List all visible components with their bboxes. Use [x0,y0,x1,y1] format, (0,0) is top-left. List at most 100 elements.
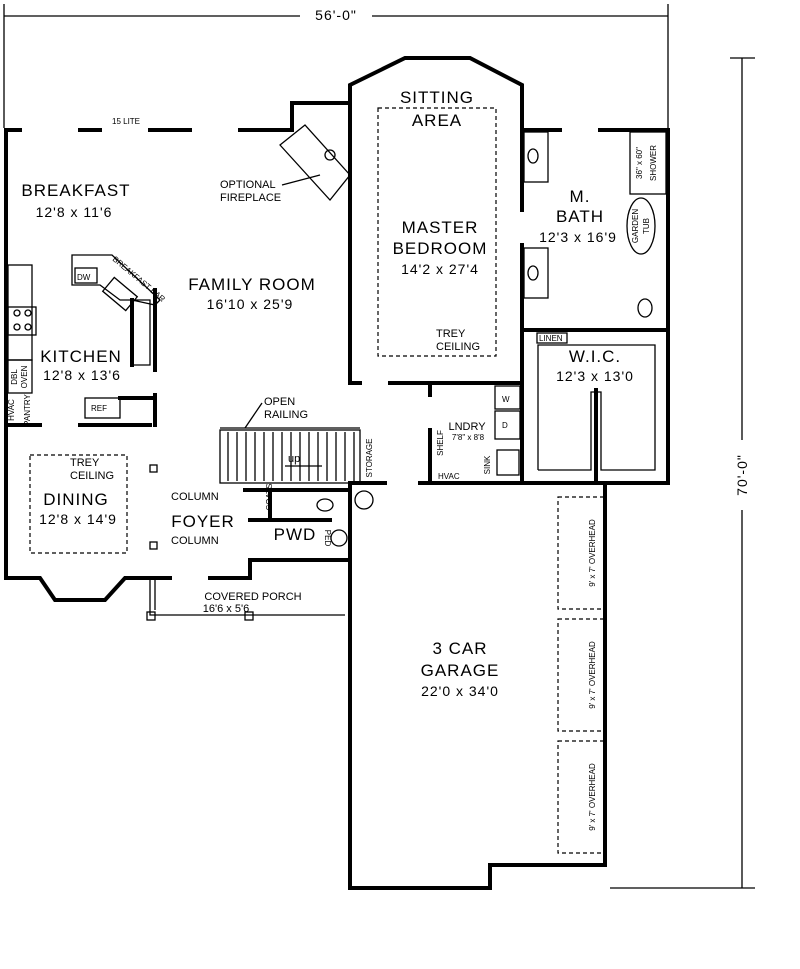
family-room-size: 16'10 x 25'9 [207,296,294,312]
sink-icon [101,276,139,312]
mbath-name: M. [570,187,591,206]
shower-label: SHOWER [649,145,658,181]
open-railing-label: OPEN [264,396,295,408]
column-label: COLUMN [171,535,219,547]
master-name: MASTER [402,218,479,237]
depth-label: 70'-0" [734,454,750,496]
dishwasher-label: DW [77,273,91,282]
width-dimension: 56'-0" [3,4,669,128]
water-heater-icon [354,490,374,510]
cooktop-icon [7,306,37,336]
fireplace-icon [279,124,351,202]
washer [494,385,521,410]
washer-label: W [502,395,510,404]
garage-door[interactable] [557,496,605,610]
pwd-name: PWD [274,525,317,544]
laundry-fixtures: W D SINK SHELF HVAC [436,385,521,481]
tub-label: TUB [642,218,651,234]
sitting-name: SITTING [400,88,474,107]
master-trey-label-2: CEILING [436,341,480,353]
open-railing-label-2: RAILING [264,409,308,421]
shower-size-label: 36" x 60" [635,147,644,179]
porch-outline [146,464,345,621]
tub-icon [626,197,656,255]
toilet-icon [316,498,334,512]
dishwasher [74,267,98,284]
laundry-name: LNDRY [448,421,486,433]
dining-size: 12'8 x 14'9 [39,511,117,527]
sink-icon [527,148,539,164]
breakfast-size: 12'8 x 11'6 [36,204,113,220]
kitchen-fixtures: DW BREAKFAST BAR DBL OVEN HVAC PANTRY RE… [7,254,167,426]
oven-label-2: OVEN [20,365,29,388]
mbath-size: 12'3 x 16'9 [539,229,617,245]
garage-door-label: 9' x 7' OVERHEAD [588,519,597,587]
fireplace-label: OPTIONAL [220,179,276,191]
breakfast-name: BREAKFAST [21,181,130,200]
sink-icon [496,449,520,476]
sink-icon [527,265,539,281]
master-trey-label: TREY [436,328,466,340]
laundry-size: 7'8" x 8'8 [452,433,485,442]
hvac-label: HVAC [438,472,460,481]
closet-shelving [537,344,656,471]
depth-dimension: 70'-0" [610,57,755,889]
garage-name-2: GARAGE [421,661,500,680]
porch-name: COVERED PORCH [204,591,301,603]
column-label: COLUMN [171,491,219,503]
kitchen-name: KITCHEN [40,347,122,366]
master-size: 14'2 x 27'4 [401,261,479,277]
sitting-name-2: AREA [412,111,462,130]
fireplace-leader [281,174,321,186]
linen-label: LINEN [539,334,563,343]
garage-door[interactable] [557,618,605,732]
foyer-name: FOYER [171,512,235,531]
storage-label: STORAGE [365,439,374,478]
breakfast-bar-label: BREAKFAST BAR [111,255,167,304]
breakfast-bar-counter [71,254,161,366]
railing-leader [244,402,263,429]
shelf-label: SHELF [436,430,445,456]
hvac-label: HVAC [7,399,16,421]
family-room-name: FAMILY ROOM [188,275,316,294]
kitchen-size: 12'8 x 13'6 [43,367,121,383]
window-lite-label: 15 LITE [112,117,140,126]
porch-size: 16'6 x 5'6 [203,603,249,615]
width-label: 56'-0" [315,7,357,23]
staircase[interactable]: up STORAGE COATS [219,427,374,511]
garage-door-label: 9' x 7' OVERHEAD [588,641,597,709]
pantry-label: PANTRY [23,393,32,425]
shower [629,131,667,195]
dryer [494,410,521,440]
garage-door-label: 9' x 7' OVERHEAD [588,763,597,831]
pedestal-sink-icon [330,529,348,547]
double-oven [7,359,33,394]
dining-trey-label: TREY [70,457,100,469]
mbath-name-2: BATH [556,207,604,226]
stairs-up-label: up [288,453,300,465]
oven-label: DBL [10,369,19,385]
column-marker [149,464,158,473]
ped-label: PED [323,530,332,547]
wic-size: 12'3 x 13'0 [556,368,634,384]
column-marker [149,541,158,550]
garage-door[interactable] [557,740,605,854]
garage-size: 22'0 x 34'0 [421,683,499,699]
wic-name: W.I.C. [569,347,621,366]
garage-name: 3 CAR [432,639,487,658]
refrigerator [84,397,121,419]
master-name-2: BEDROOM [393,239,488,258]
dining-trey-label-2: CEILING [70,470,114,482]
master-trey-ceiling [377,107,497,357]
coats-label: COATS [265,484,274,511]
dryer-label: D [502,421,508,430]
linen-closet [536,332,568,344]
toilet-icon [637,298,653,318]
ref-label: REF [91,404,107,413]
fireplace-label-2: FIREPLACE [220,192,281,204]
bath-fixtures: 36" x 60" SHOWER GARDEN TUB LINEN PED [316,131,667,547]
garden-tub-label: GARDEN [631,209,640,243]
dining-name: DINING [43,490,109,509]
sink-label: SINK [483,455,492,474]
